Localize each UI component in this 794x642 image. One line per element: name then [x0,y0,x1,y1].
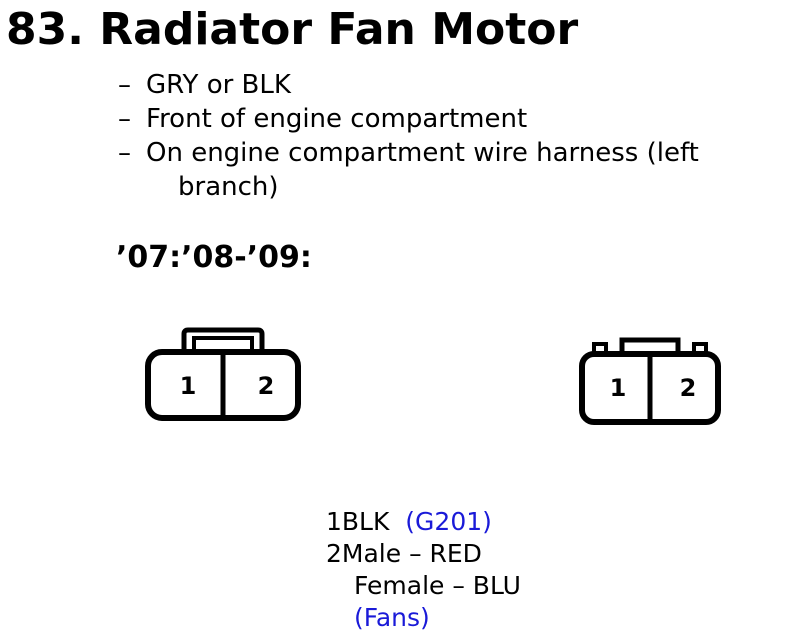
bullet-dash: – [118,70,131,100]
list-item: – GRY or BLK [118,68,786,102]
bullet-dash: – [118,138,131,168]
connector-lock-tab [181,327,265,352]
detail-list: – GRY or BLK – Front of engine compartme… [118,68,786,204]
pin-2-row: 2Male – RED [326,539,482,568]
pin-2-female-row: Female – BLU [354,571,521,600]
pin-1-ground-note: (G201) [405,507,492,536]
year-range-heading: ’07:’08-’09: [116,240,312,275]
harness-text-continuation: branch) [178,172,279,202]
male-connector-diagram: 1 2 [145,327,301,421]
pin-1-row: 1BLK (G201) [326,506,521,538]
harness-text: On engine compartment wire harness (left [146,138,699,168]
list-item: – Front of engine compartment [118,102,786,136]
pinout-legend: 1BLK (G201) 2Male – RED Female – BLU (Fa… [326,506,521,634]
female-pin-1-label: 1 [610,374,627,402]
connector-lock-tab [619,337,681,354]
male-pin-1-label: 1 [180,372,197,400]
pin-1-label: 1BLK [326,507,390,536]
location-text: Front of engine compartment [146,104,528,134]
female-connector-diagram: 1 2 [579,337,721,425]
female-pin-2-label: 2 [680,374,697,402]
pin-2-fans-note: (Fans) [354,603,430,632]
male-pin-2-label: 2 [258,372,275,400]
page-title: 83. Radiator Fan Motor [6,4,579,55]
bullet-dash: – [118,104,131,134]
list-item: – On engine compartment wire harness (le… [118,136,786,204]
wire-color-text: GRY or BLK [146,70,291,100]
